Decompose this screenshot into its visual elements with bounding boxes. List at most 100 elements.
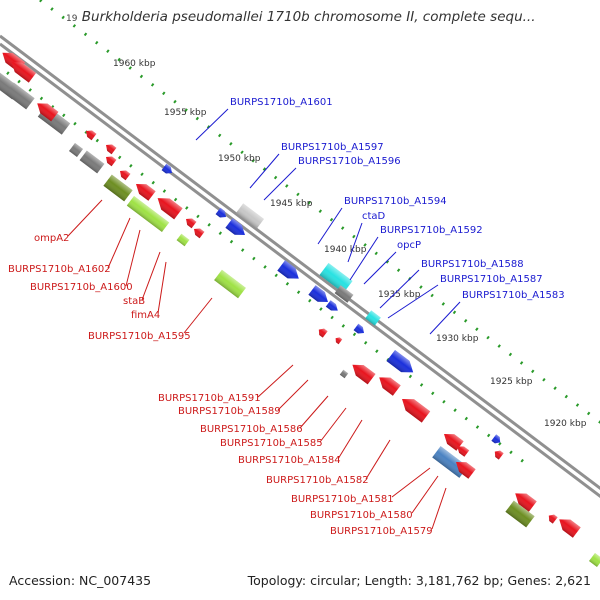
gene-feature[interactable]	[277, 260, 302, 284]
gene-feature[interactable]	[308, 285, 331, 307]
scale-tick-label: 1925 kbp	[490, 377, 533, 387]
gene-label[interactable]: BURPS1710b_A1595	[88, 331, 191, 342]
scale-tick-label: 1935 kbp	[378, 290, 421, 300]
gene-feature[interactable]	[132, 179, 156, 201]
gene-label[interactable]: BURPS1710b_A1582	[266, 475, 369, 486]
gene-feature[interactable]	[386, 349, 418, 378]
gene-feature[interactable]	[375, 372, 401, 396]
gene-label[interactable]: BURPS1710b_A1585	[220, 438, 323, 449]
gene-feature[interactable]	[34, 99, 59, 122]
gene-feature[interactable]	[492, 448, 504, 460]
gene-feature[interactable]	[104, 142, 117, 155]
gene-feature-shade	[352, 364, 376, 385]
gene-feature[interactable]	[84, 128, 97, 141]
gene-feature[interactable]	[452, 457, 476, 479]
gene-feature[interactable]	[339, 369, 349, 379]
gene-label[interactable]: BURPS1710b_A1579	[330, 526, 433, 537]
label-leader-line	[107, 217, 131, 269]
tick-ring-inner	[0, 65, 532, 469]
gene-feature[interactable]	[555, 514, 581, 538]
gene-feature[interactable]	[118, 168, 131, 181]
label-leader-line	[249, 153, 280, 189]
label-leader-line	[411, 475, 439, 514]
gene-feature[interactable]	[192, 226, 205, 239]
scale-tick-label: 1950 kbp	[218, 154, 261, 164]
page-title: 19 Burkholderia pseudomallei 1710b chrom…	[66, 9, 536, 25]
gene-label[interactable]: BURPS1710b_A1594	[344, 196, 447, 207]
gene-feature[interactable]	[153, 193, 183, 220]
features	[0, 52, 600, 568]
gene-label[interactable]: BURPS1710b_A1596	[298, 156, 401, 167]
gene-label[interactable]: BURPS1710b_A1580	[310, 510, 413, 521]
gene-label[interactable]: BURPS1710b_A1589	[178, 406, 281, 417]
gene-feature[interactable]	[8, 57, 36, 83]
gene-feature[interactable]	[236, 203, 264, 229]
gene-feature[interactable]	[398, 393, 431, 423]
label-leader-line	[257, 364, 294, 398]
gene-feature[interactable]	[215, 207, 229, 220]
gene-feature[interactable]	[104, 154, 117, 167]
gene-feature[interactable]	[334, 285, 354, 303]
backbone-line-b	[0, 42, 600, 499]
gene-feature-shade	[225, 218, 245, 236]
gene-feature[interactable]	[225, 218, 248, 240]
gene-label[interactable]: BURPS1710b_A1581	[291, 494, 394, 505]
label-leader-line	[365, 439, 391, 480]
title-clipped-digits: 19	[66, 14, 78, 24]
topology-summary: Topology: circular; Length: 3,181,762 bp…	[247, 573, 591, 588]
gene-label[interactable]: fimA4	[131, 310, 160, 321]
label-leader-line	[337, 419, 363, 460]
gene-label[interactable]: BURPS1710b_A1584	[238, 455, 341, 466]
gene-label[interactable]: BURPS1710b_A1602	[8, 264, 111, 275]
gene-feature[interactable]	[79, 150, 105, 174]
gene-label[interactable]: BURPS1710b_A1601	[230, 97, 333, 108]
gene-feature[interactable]	[103, 174, 133, 202]
gene-feature-shade	[103, 174, 133, 202]
gene-feature[interactable]	[455, 443, 470, 457]
feature-labels: BURPS1710b_A1601BURPS1710b_A1597BURPS171…	[8, 97, 565, 537]
gene-label[interactable]: staB	[123, 296, 145, 307]
gene-label[interactable]: BURPS1710b_A1588	[421, 259, 524, 270]
label-leader-line	[67, 199, 103, 237]
gene-feature-shade	[325, 300, 338, 311]
gene-label[interactable]: BURPS1710b_A1600	[30, 282, 133, 293]
gene-label[interactable]: ompA2	[34, 233, 69, 244]
gene-feature[interactable]	[184, 216, 197, 229]
gene-feature[interactable]	[126, 195, 170, 233]
gene-feature[interactable]	[325, 300, 340, 314]
gene-feature-shade	[339, 369, 349, 379]
gene-feature[interactable]	[161, 163, 175, 176]
gene-feature-shade	[176, 233, 190, 247]
gene-label[interactable]: BURPS1710b_A1591	[158, 393, 261, 404]
gene-feature[interactable]	[511, 488, 537, 512]
gene-feature[interactable]	[588, 552, 600, 568]
gene-label[interactable]: BURPS1710b_A1587	[440, 274, 543, 285]
gene-label[interactable]: BURPS1710b_A1586	[200, 424, 303, 435]
gene-feature[interactable]	[353, 323, 367, 336]
gene-label[interactable]: opcP	[397, 240, 421, 251]
gene-feature[interactable]	[546, 512, 558, 524]
gene-feature-shade	[11, 62, 36, 83]
gene-feature-shade	[318, 328, 328, 338]
gene-label[interactable]: BURPS1710b_A1592	[380, 225, 483, 236]
gene-feature[interactable]	[349, 360, 376, 385]
gene-feature[interactable]	[176, 233, 190, 247]
gene-feature[interactable]	[316, 326, 328, 338]
gene-feature[interactable]	[68, 142, 84, 158]
gene-feature-shade	[386, 349, 414, 373]
gene-feature[interactable]	[319, 262, 353, 294]
gene-label[interactable]: ctaD	[362, 211, 386, 222]
label-leader-line	[317, 207, 343, 245]
gene-label[interactable]: BURPS1710b_A1597	[281, 142, 384, 153]
gene-feature-shade	[86, 130, 97, 141]
gene-feature-shade	[335, 337, 343, 345]
gene-label[interactable]: BURPS1710b_A1583	[462, 290, 565, 301]
gene-feature[interactable]	[334, 336, 343, 345]
gene-feature[interactable]	[505, 500, 535, 528]
gene-feature[interactable]	[214, 269, 246, 299]
gene-feature[interactable]	[491, 434, 502, 445]
gene-feature[interactable]	[5, 82, 35, 110]
gene-feature[interactable]	[365, 310, 381, 326]
label-leader-line	[429, 301, 461, 335]
